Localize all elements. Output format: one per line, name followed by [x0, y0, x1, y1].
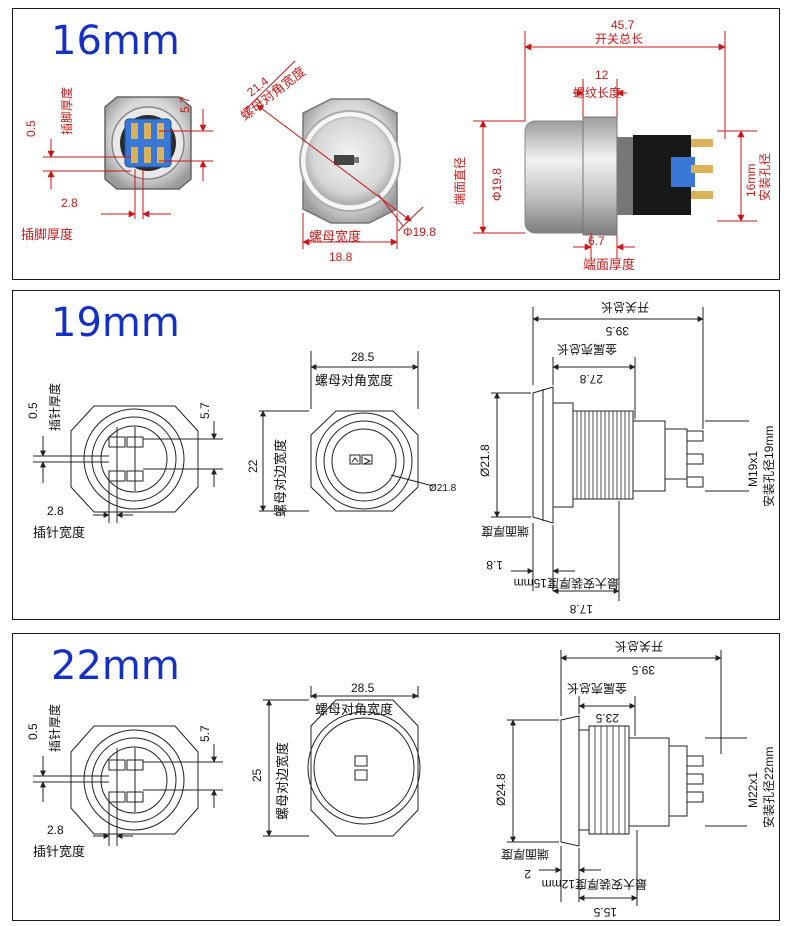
p16-hole-label: 安装孔径 — [757, 153, 772, 201]
front-view-16mm — [299, 98, 401, 224]
p16-nut-width-value: 18.8 — [329, 250, 353, 264]
p22-face-thick-label: 端面厚度 — [501, 847, 549, 862]
p19-max-install-value: 17.8 — [569, 602, 593, 616]
p16-thread-len-value: 12 — [595, 68, 609, 82]
p19-max-install-label: 最大安装厚度15mm — [514, 576, 619, 591]
p22-pin-thickness-value: 0.5 — [26, 723, 40, 740]
p16-hole-value: 16mm — [744, 164, 758, 197]
p22-nut-flat-label: 螺母对边宽度 — [275, 742, 290, 820]
p22-pin-width-value: 2.8 — [47, 823, 64, 837]
p16-thread-len-label: 螺纹长度 — [573, 85, 621, 100]
p22-hole-label: 安装孔径22mm — [761, 747, 776, 828]
drawing-19mm: 0.5 插针厚度 5.7 2.8 插针宽度 28.5 螺母对角宽度 22 螺母对… — [26, 300, 776, 616]
p22-nut-diag-label: 螺母对角宽度 — [315, 702, 393, 717]
p16-pin-thickness-label: 插脚厚度 — [59, 87, 74, 135]
p22-face-thick-value: 2 — [524, 867, 531, 881]
p16-face-dia-value: Φ19.8 — [403, 225, 436, 239]
p19-pin-gap-value: 5.7 — [198, 402, 212, 419]
p16-face-dia-label: 端面直径 — [453, 157, 467, 205]
p19-body-len-label: 金属壳总长 — [557, 342, 617, 357]
p16-face-thick-label: 端面厚度 — [583, 257, 635, 272]
p22-max-install-value: 15.5 — [593, 905, 617, 919]
p19-face-thick-value: 1.8 — [486, 558, 503, 572]
p22-face-dia-side-value: Ø24.8 — [494, 773, 508, 806]
p19-total-len-value: 39.5 — [605, 324, 629, 338]
p19-face-dia-value: Ø21.8 — [429, 483, 457, 494]
p19-pin-thickness-value: 0.5 — [26, 402, 40, 419]
p16-pin-gap-value: 5.7 — [178, 96, 192, 113]
side-view-16mm — [524, 116, 713, 236]
p19-total-len-label: 开关总长 — [601, 300, 649, 314]
p22-pin-gap-value: 5.7 — [198, 725, 212, 742]
p22-pin-thickness-label: 插针厚度 — [47, 704, 62, 752]
p19-thread-value: M19x1 — [746, 451, 760, 487]
p16-nut-width-label: 螺母宽度 — [309, 229, 361, 244]
p19-pin-width-value: 2.8 — [47, 504, 64, 518]
p19-nut-flat-value: 22 — [246, 459, 260, 473]
drawing-16mm: 0.5 插脚厚度 5.7 2.8 插脚厚度 21.4 螺母对角宽度 螺母宽度 1… — [21, 18, 772, 272]
drawing-22mm: 0.5 插针厚度 5.7 2.8 插针宽度 28.5 螺母对角宽度 25 螺母对… — [26, 639, 776, 919]
p19-nut-flat-label: 螺母对边宽度 — [273, 439, 288, 517]
p22-total-len-label: 开关总长 — [615, 639, 663, 653]
p19-hole-label: 安装孔径19mm — [761, 426, 776, 507]
size-title-22mm: 22mm — [51, 643, 180, 689]
p22-pin-width-label: 插针宽度 — [33, 844, 85, 859]
p22-body-len-value: 23.5 — [595, 711, 619, 725]
p22-body-len-label: 金属壳总长 — [567, 681, 627, 696]
p16-face-dia-side-value: Φ19.8 — [490, 168, 504, 201]
p19-face-dia-side-value: Ø21.8 — [478, 444, 492, 477]
p16-face-thick-value: 6.7 — [588, 234, 605, 248]
p22-max-install-label: 最大安装厚度12mm — [542, 877, 647, 892]
p19-pin-width-label: 插针宽度 — [33, 525, 85, 540]
size-title-19mm: 19mm — [51, 300, 180, 346]
p22-thread-value: M22x1 — [746, 772, 760, 808]
p19-pin-thickness-label: 插针厚度 — [47, 383, 62, 431]
panel-16mm: 16mm — [12, 8, 780, 280]
p19-nut-diag-label: 螺母对角宽度 — [315, 373, 393, 388]
p16-total-len-label: 开关总长 — [595, 32, 643, 46]
panel-22mm: 22mm — [12, 633, 780, 921]
p22-total-len-value: 39.5 — [631, 663, 655, 677]
p19-body-len-value: 27.8 — [579, 372, 603, 386]
p22-nut-flat-value: 25 — [250, 768, 264, 782]
p19-nut-diag-value: 28.5 — [351, 350, 375, 364]
p22-nut-diag-value: 28.5 — [351, 681, 375, 695]
p16-pin-thickness-value: 0.5 — [24, 120, 38, 137]
size-title-16mm: 16mm — [51, 18, 180, 64]
p16-pin-width-label: 插脚厚度 — [21, 227, 73, 242]
panel-19mm: 19mm — [12, 290, 780, 620]
p19-face-thick-label: 端面厚度 — [481, 524, 529, 539]
p16-total-len-value: 45.7 — [611, 18, 635, 32]
p16-pin-width-value: 2.8 — [61, 196, 78, 210]
